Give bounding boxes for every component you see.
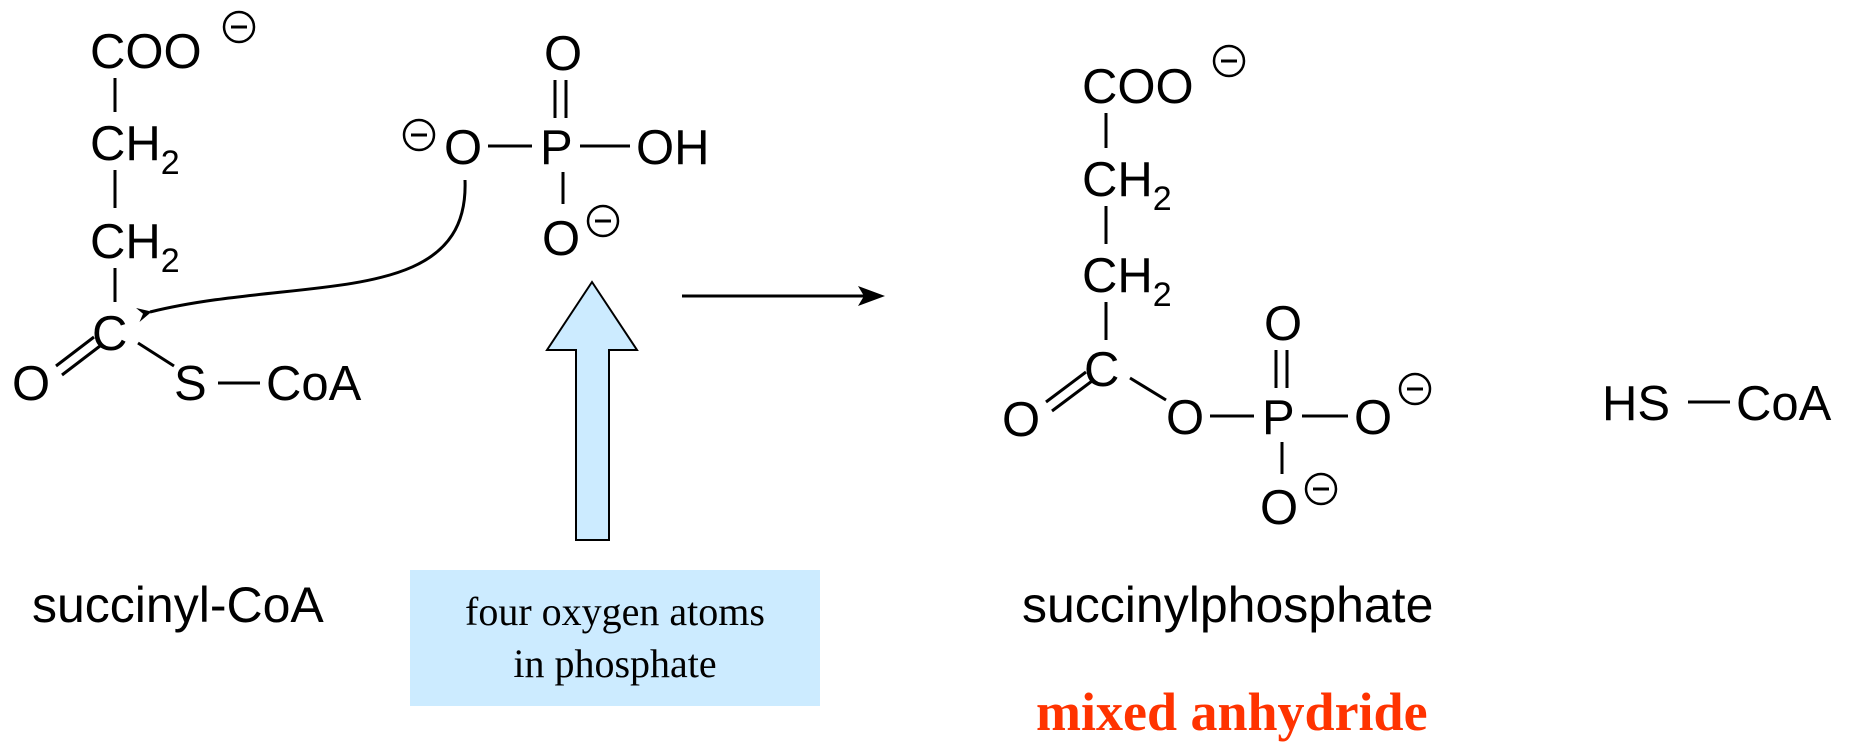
negative-charge-icon: [402, 118, 436, 152]
succinylphosphate-ch2-upper: CH2: [1082, 153, 1172, 218]
succinylphosphate-carboxylate: COO: [1082, 60, 1194, 114]
succinylphosphate-carbonyl-oxygen: O: [1002, 393, 1040, 447]
succinyl-coa-ch2-upper: CH2: [90, 117, 180, 182]
succinylphosphate-oxygen-right: O: [1354, 391, 1392, 445]
phosphate-oxygen-bottom: O: [542, 212, 580, 266]
succinyl-coa-sulfur: S: [174, 357, 207, 411]
curved-attack-arrow: [136, 179, 467, 323]
highlight-up-arrow: [545, 280, 639, 541]
succinylphosphate-ch2-lower: CH2: [1082, 249, 1172, 314]
succinylphosphate-bridge-oxygen: O: [1166, 391, 1204, 445]
succinyl-coa-structure: COO CH2 CH2 C O S CoA: [12, 10, 362, 411]
succinylphosphate-name: succinylphosphate: [1022, 577, 1433, 633]
negative-charge-icon: [222, 10, 256, 44]
hs-coa-structure: HS CoA: [1602, 377, 1832, 431]
succinylphosphate-carbonyl-carbon: C: [1084, 343, 1119, 397]
succinylphosphate-oxygen-top: O: [1264, 297, 1302, 351]
negative-charge-icon: [1304, 472, 1338, 506]
hs-coa-hs: HS: [1602, 377, 1670, 431]
bond-carbon-sulfur: [137, 341, 175, 368]
phosphate-phosphorus: P: [540, 121, 573, 175]
succinyl-coa-name: succinyl-CoA: [32, 577, 324, 633]
succinyl-coa-carbonyl-oxygen: O: [12, 357, 50, 411]
phosphate-hydroxyl: OH: [636, 121, 710, 175]
mixed-anhydride-label: mixed anhydride: [1036, 682, 1428, 742]
carbonyl-double-bond-b: [1051, 379, 1093, 413]
phosphate-structure: O P O OH O: [402, 27, 710, 266]
note-box: [410, 570, 820, 706]
note-line-2: in phosphate: [513, 641, 716, 686]
succinylphosphate-phosphorus: P: [1262, 391, 1295, 445]
succinyl-coa-carboxylate: COO: [90, 25, 202, 79]
negative-charge-icon: [1212, 44, 1246, 78]
succinylphosphate-oxygen-bottom: O: [1260, 481, 1298, 535]
negative-charge-icon: [1398, 372, 1432, 406]
hs-coa-coa: CoA: [1736, 377, 1832, 431]
reaction-arrow-head: [858, 286, 885, 306]
negative-charge-icon: [586, 204, 620, 238]
carbonyl-double-bond-b: [61, 344, 101, 377]
phosphate-oxygen-left: O: [444, 121, 482, 175]
phosphate-oxygen-top: O: [544, 27, 582, 81]
succinyl-coa-coa: CoA: [266, 357, 362, 411]
carbonyl-double-bond-a: [55, 335, 95, 368]
note-line-1: four oxygen atoms: [465, 589, 765, 634]
succinylphosphate-structure: COO CH2 CH2 C O O P O O O: [1002, 44, 1432, 535]
carbonyl-double-bond-a: [1045, 370, 1087, 404]
succinyl-coa-ch2-lower: CH2: [90, 215, 180, 280]
bond-carbon-bridge-oxygen: [1129, 376, 1167, 402]
succinyl-coa-carbonyl-carbon: C: [92, 307, 127, 361]
